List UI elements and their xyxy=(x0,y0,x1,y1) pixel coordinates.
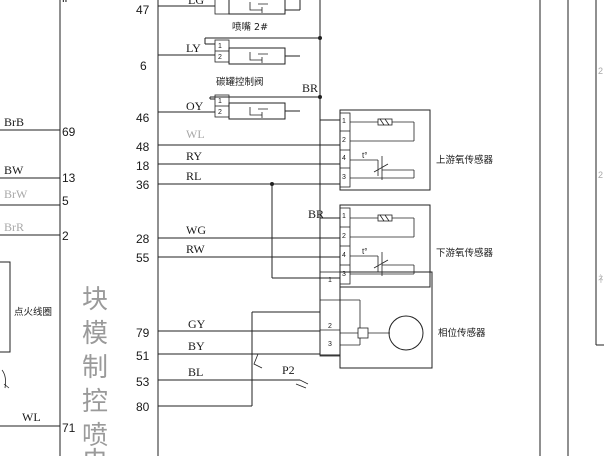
ecu-pin-48: 48 xyxy=(136,140,150,154)
injector1-symbol xyxy=(249,2,268,13)
wire-label-gy: GY xyxy=(188,317,206,331)
phase-term-2: 2 xyxy=(328,323,332,330)
wire-branch-mark xyxy=(253,353,263,369)
wire-label-rw: RW xyxy=(186,242,205,256)
injector1-pin-box xyxy=(214,0,230,15)
phase-sensor-label: 相位传感器 xyxy=(438,327,486,339)
wire-label-brb: BrB xyxy=(4,115,24,129)
downstream-term-4: 4 xyxy=(342,252,346,259)
wire-label-by: BY xyxy=(188,339,205,353)
downstream-heater-hatch-1 xyxy=(379,214,385,222)
wire-label-wg: WG xyxy=(186,223,206,237)
left-pin-69: 69 xyxy=(62,125,76,139)
canister-term-1: 1 xyxy=(218,98,222,105)
injector2-term-2: 2 xyxy=(218,54,222,61)
left-pin-top-partial: ii xyxy=(62,0,67,5)
module-title-char-6: 电 xyxy=(82,447,108,456)
upstream-temp-symbol: t° xyxy=(362,151,367,160)
upstream-o2-label: 上游氧传感器 xyxy=(436,154,494,166)
upstream-heater-element xyxy=(377,118,393,126)
right-margin-top: 2 xyxy=(598,66,603,76)
upstream-term-4: 4 xyxy=(342,155,346,162)
downstream-heater-hatch-2 xyxy=(384,214,390,222)
ecu-pin-6: 6 xyxy=(140,59,147,73)
ignition-coil-box xyxy=(0,261,11,353)
ecu-pin-47: 47 xyxy=(136,3,150,17)
module-title-char-5: 喷 xyxy=(82,421,108,451)
canister-term-2: 2 xyxy=(218,109,222,116)
injector2-symbol xyxy=(249,52,268,63)
wire-label-bl: BL xyxy=(188,365,203,379)
wire-label-ry: RY xyxy=(186,149,202,163)
p2-label: P2 xyxy=(282,363,295,377)
right-margin-low: 礻 xyxy=(598,274,604,285)
ground-symbol-left xyxy=(1,369,10,389)
phase-term-3: 3 xyxy=(328,341,332,348)
downstream-heater-element xyxy=(377,214,393,222)
wire-label-brr: BrR xyxy=(4,220,24,234)
br-label-2: BR xyxy=(308,207,324,221)
phase-term-1: 1 xyxy=(328,277,332,284)
downstream-o2-box xyxy=(339,204,431,288)
module-title-char-4: 控 xyxy=(82,387,108,417)
right-margin-mid: 2 xyxy=(598,170,603,180)
left-pin-13: 13 xyxy=(62,171,76,185)
ecu-pin-51: 51 xyxy=(136,349,150,363)
ecu-pin-18: 18 xyxy=(136,159,150,173)
wire-label-lg: LG xyxy=(188,0,204,7)
ignition-coil-label: 点火线圈 xyxy=(14,306,52,318)
module-title: 块 模 制 控 喷 电 xyxy=(82,285,108,460)
module-title-char-1: 块 xyxy=(82,285,108,315)
phase-sensor-box xyxy=(339,271,433,369)
phase-sensor-pin-box xyxy=(319,271,341,357)
wire-label-wl-left: WL xyxy=(22,410,41,424)
injector2-body xyxy=(228,47,286,65)
ecu-pin-28: 28 xyxy=(136,232,150,246)
wire-label-oy: OY xyxy=(186,99,204,113)
canister-symbol xyxy=(249,107,268,118)
wire-label-bw: BW xyxy=(4,163,24,177)
br-label-1: BR xyxy=(302,81,318,95)
downstream-term-2: 2 xyxy=(342,233,346,240)
ecu-pin-46: 46 xyxy=(136,111,150,125)
ecu-pin-79: 79 xyxy=(136,326,150,340)
upstream-heater-hatch-2 xyxy=(384,118,390,126)
downstream-temp-symbol: t° xyxy=(362,247,367,256)
injector2-term-1: 1 xyxy=(218,43,222,50)
p2-ground-symbol xyxy=(294,379,309,389)
downstream-term-3: 3 xyxy=(342,271,346,278)
upstream-term-1: 1 xyxy=(342,118,346,125)
ecu-pin-36: 36 xyxy=(136,178,150,192)
downstream-o2-label: 下游氧传感器 xyxy=(436,247,494,259)
left-pin-71: 71 xyxy=(62,421,76,435)
module-title-char-3: 制 xyxy=(82,353,108,383)
injector1-body xyxy=(228,0,286,15)
module-title-char-2: 模 xyxy=(82,319,108,349)
upstream-term-2: 2 xyxy=(342,137,346,144)
canister-valve-label: 碳罐控制阀 xyxy=(216,76,264,88)
injector2-label: 喷嘴 2# xyxy=(232,22,268,33)
ecu-pin-53: 53 xyxy=(136,375,150,389)
ecu-pin-80: 80 xyxy=(136,400,150,414)
left-pin-5: 5 xyxy=(62,194,69,208)
canister-body xyxy=(228,102,286,120)
phase-sensor-wheel xyxy=(388,315,424,351)
upstream-heater-hatch-1 xyxy=(379,118,385,126)
wire-label-brw: BrW xyxy=(4,187,28,201)
upstream-term-3: 3 xyxy=(342,174,346,181)
phase-sensor-element xyxy=(357,327,369,339)
wire-label-ly: LY xyxy=(186,41,201,55)
ecu-pin-55: 55 xyxy=(136,251,150,265)
wire-label-rl: RL xyxy=(186,169,201,183)
upstream-sense-element xyxy=(373,156,389,180)
wire-label-wl: WL xyxy=(186,127,205,141)
downstream-term-1: 1 xyxy=(342,213,346,220)
left-pin-2: 2 xyxy=(62,229,69,243)
